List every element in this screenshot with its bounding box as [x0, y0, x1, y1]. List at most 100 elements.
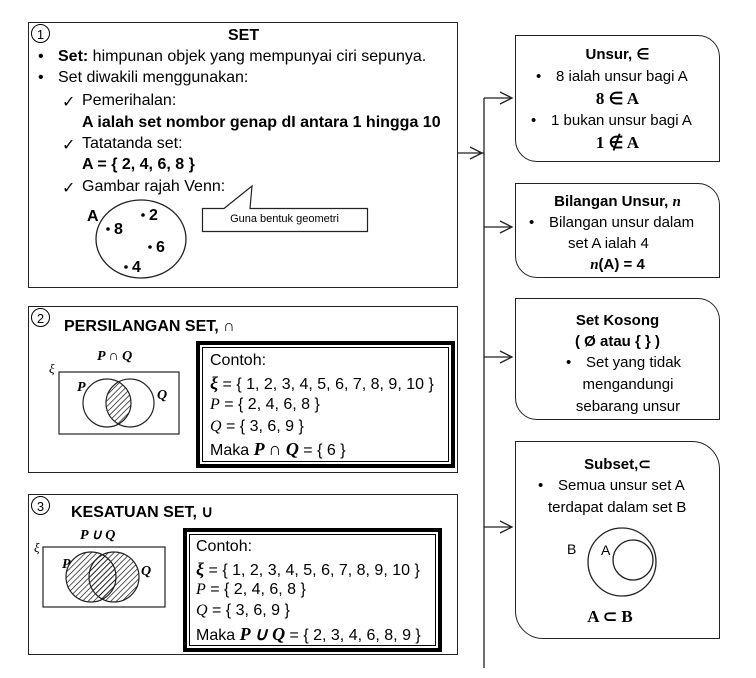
set-label: Set:: [58, 48, 89, 65]
cardinality-title-text: Bilangan Unsur,: [554, 193, 673, 210]
check-icon: ✓: [62, 137, 76, 154]
intersection-panel: [28, 306, 458, 473]
example-universal-set: ξ = { 1, 2, 3, 4, 5, 6, 7, 8, 9, 10 }: [210, 373, 434, 394]
bullet: •: [538, 477, 544, 494]
set-notation-method: Tatatanda set:: [82, 135, 183, 152]
set-definition: Set: himpunan objek yang mempunyai ciri …: [58, 48, 426, 66]
set-definition-text: himpunan objek yang mempunyai ciri sepun…: [88, 48, 427, 65]
set-q-value: = { 3, 6, 9 }: [221, 418, 304, 435]
venn-element: 2: [149, 207, 158, 224]
check-icon: ✓: [62, 94, 76, 111]
subset-title: Subset,⊂: [584, 456, 651, 473]
subset-label-a: A: [601, 542, 611, 558]
set-title: SET: [228, 27, 260, 44]
cardinality-card: [515, 183, 720, 278]
subset-label-b: B: [567, 541, 577, 557]
result-symbol: P ∪ Q: [239, 624, 286, 644]
maka-label: Maka: [210, 442, 254, 459]
venn-label-a: A: [87, 208, 99, 225]
n-symbol: n: [672, 194, 681, 210]
set-p-value: = { 2, 4, 6, 8 }: [205, 581, 306, 598]
bullet: •: [38, 48, 44, 65]
q-symbol: Q: [210, 418, 222, 435]
universal-set-symbol: ξ: [49, 361, 55, 376]
set-p-label: P: [77, 380, 86, 395]
q-symbol: Q: [196, 602, 208, 619]
union-example-box: [183, 528, 442, 652]
subset-statement-1: Semua unsur set A: [558, 477, 685, 494]
set-q-value: = { 3, 6, 9 }: [207, 602, 290, 619]
universal-set-value: = { 1, 2, 3, 4, 5, 6, 7, 8, 9, 10 }: [204, 562, 420, 579]
element-card: [515, 35, 720, 162]
callout-text: Guna bentuk geometri: [230, 213, 339, 225]
n-symbol: n: [590, 257, 599, 273]
set-representation-text: Set diwakili menggunakan:: [58, 69, 249, 86]
cardinality-statement-2: set A ialah 4: [568, 235, 649, 252]
description-method: Pemerihalan:: [82, 92, 177, 109]
subset-card: [515, 441, 720, 639]
set-p-label: P: [62, 557, 71, 572]
subset-formula: A ⊂ B: [587, 607, 633, 626]
venn-set-a: [95, 199, 187, 279]
intersection-venn-title: P ∩ Q: [97, 349, 133, 364]
venn-element: 8: [114, 221, 123, 238]
intersection-title: PERSILANGAN SET, ∩: [64, 318, 235, 335]
bullet: •: [531, 112, 537, 129]
venn-diagram-method: Gambar rajah Venn:: [82, 178, 226, 195]
step-number-2: 2: [31, 308, 50, 327]
bullet: •: [529, 214, 535, 231]
xi-symbol: ξ: [210, 373, 219, 393]
p-symbol: P: [210, 396, 220, 413]
example-universal-set: ξ = { 1, 2, 3, 4, 5, 6, 7, 8, 9, 10 }: [196, 559, 420, 580]
bullet: •: [536, 68, 542, 85]
set-definition-panel: [28, 22, 458, 288]
intersection-example-box: [196, 341, 455, 468]
set-q-label: Q: [141, 564, 152, 579]
description-example: A ialah set nombor genap dI antara 1 hin…: [82, 114, 441, 131]
universal-set-symbol: ξ: [34, 540, 40, 555]
cardinality-value: (A) = 4: [598, 256, 645, 273]
example-label: Contoh:: [210, 352, 267, 369]
venn-element: 6: [156, 239, 165, 256]
venn-element: 4: [132, 259, 141, 276]
callout-shape: [201, 184, 369, 233]
subset-statement-2: terdapat dalam set B: [548, 499, 687, 516]
non-element-statement: 1 bukan unsur bagi A: [551, 112, 692, 129]
empty-set-line-1: Set yang tidak: [586, 354, 682, 371]
example-result: Maka P ∪ Q = { 2, 3, 4, 6, 8, 9 }: [196, 624, 421, 645]
example-set-q: Q = { 3, 6, 9 }: [196, 602, 290, 620]
set-p-value: = { 2, 4, 6, 8 }: [219, 396, 320, 413]
cardinality-statement-1: Bilangan unsur dalam: [549, 214, 695, 231]
empty-set-title: Set Kosong: [575, 312, 660, 329]
check-icon: ✓: [62, 180, 76, 197]
empty-set-card: [515, 298, 720, 420]
union-venn-title: P ∪ Q: [80, 528, 116, 543]
cardinality-title: Bilangan Unsur, n: [515, 193, 720, 211]
set-q-label: Q: [157, 388, 168, 403]
element-statement: 8 ialah unsur bagi A: [556, 68, 688, 85]
intersection-venn-diagram: [58, 371, 180, 435]
step-number-3: 3: [31, 496, 50, 515]
union-venn-diagram: [42, 546, 166, 608]
p-symbol: P: [196, 581, 206, 598]
example-set-p: P = { 2, 4, 6, 8 }: [210, 396, 320, 414]
set-notation-example: A = { 2, 4, 6, 8 }: [82, 156, 195, 173]
universal-set-value: = { 1, 2, 3, 4, 5, 6, 7, 8, 9, 10 }: [218, 376, 434, 393]
non-element-formula: 1 ∉ A: [595, 133, 640, 152]
empty-set-symbols: ( Ø atau { } ): [574, 333, 660, 350]
result-value: = { 6 }: [298, 442, 346, 459]
example-set-q: Q = { 3, 6, 9 }: [210, 418, 304, 436]
result-value: = { 2, 3, 4, 6, 8, 9 }: [285, 627, 421, 644]
subset-venn-diagram: [587, 527, 657, 597]
example-set-p: P = { 2, 4, 6, 8 }: [196, 581, 306, 599]
example-label: Contoh:: [196, 538, 253, 555]
union-title: KESATUAN SET, ∪: [71, 504, 214, 521]
cardinality-formula: n(A) = 4: [515, 256, 720, 274]
step-number-1: 1: [31, 24, 50, 43]
element-formula: 8 ∈ A: [595, 89, 640, 108]
result-symbol: P ∩ Q: [253, 439, 299, 459]
xi-symbol: ξ: [196, 559, 205, 579]
bullet: •: [38, 69, 44, 86]
empty-set-line-2: mengandungi: [582, 376, 674, 393]
